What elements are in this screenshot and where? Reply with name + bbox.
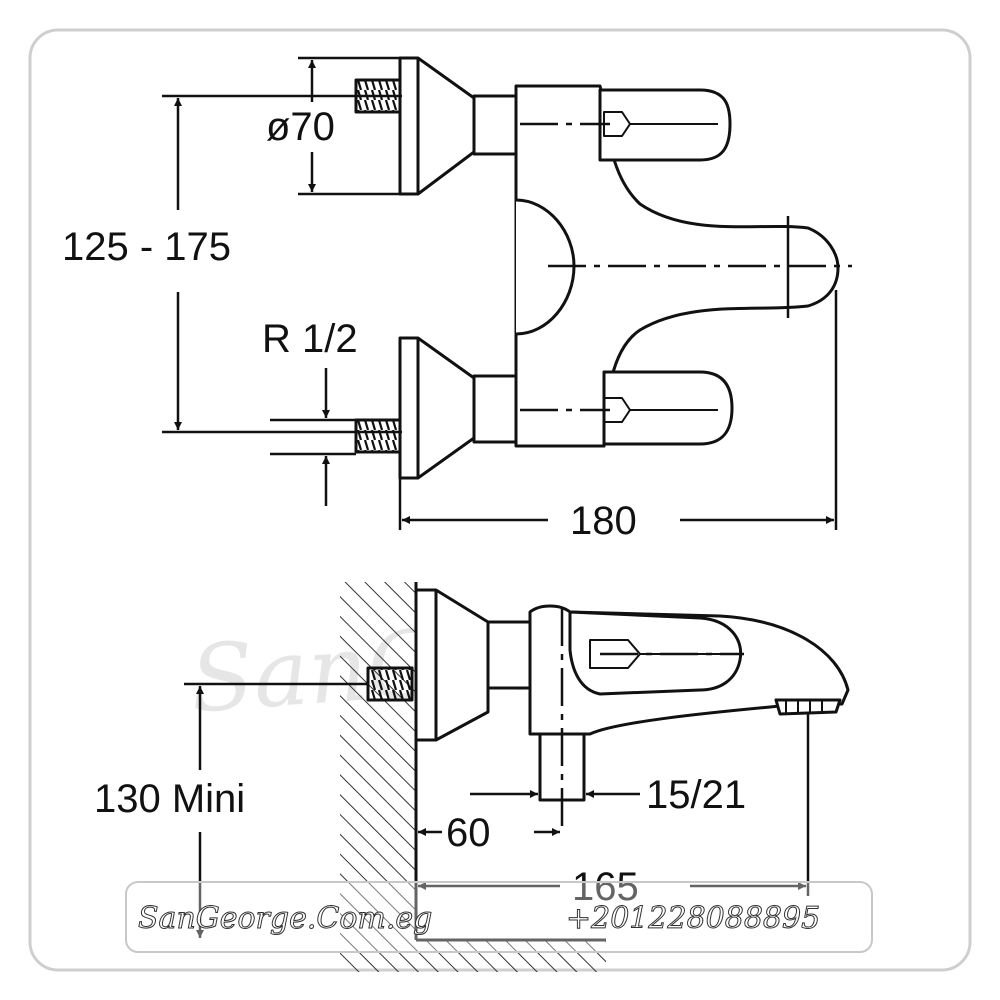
dim-spout-reach: 165: [572, 865, 639, 909]
drawing-frame: [28, 28, 972, 972]
dim-flange-diameter: ø70: [266, 105, 335, 149]
dim-wall-offset: 60: [446, 811, 491, 855]
top-centerlines: [520, 122, 852, 412]
footer-phone: +201228088895: [566, 901, 820, 936]
lower-handle: [602, 370, 734, 446]
side-thread: [366, 666, 414, 702]
floor-hatching: [416, 940, 606, 972]
side-aerator: [774, 698, 842, 716]
dim-outlet: 15/21: [646, 773, 746, 817]
dim-inlet-spacing: 125 - 175: [62, 225, 231, 269]
dim-min-height: 130 Mini: [94, 777, 245, 821]
lower-thread: [354, 418, 402, 454]
side-view: [366, 588, 850, 802]
footer-banner: SanGeorge.Com.eg +201228088895: [125, 881, 873, 953]
upper-coupling: [472, 94, 518, 156]
wall-hatching: [340, 582, 416, 972]
top-view: [354, 56, 840, 480]
footer-website: SanGeorge.Com.eg: [138, 901, 432, 936]
side-dimension-lines: [184, 682, 810, 938]
footer-box: [125, 881, 873, 953]
dim-total-width: 180: [570, 499, 637, 543]
dim-thread: R 1/2: [262, 317, 358, 361]
top-dimension-lines: [162, 56, 838, 530]
side-coupling: [486, 620, 532, 690]
side-centerlines: [560, 608, 744, 830]
lower-coupling: [472, 374, 518, 444]
